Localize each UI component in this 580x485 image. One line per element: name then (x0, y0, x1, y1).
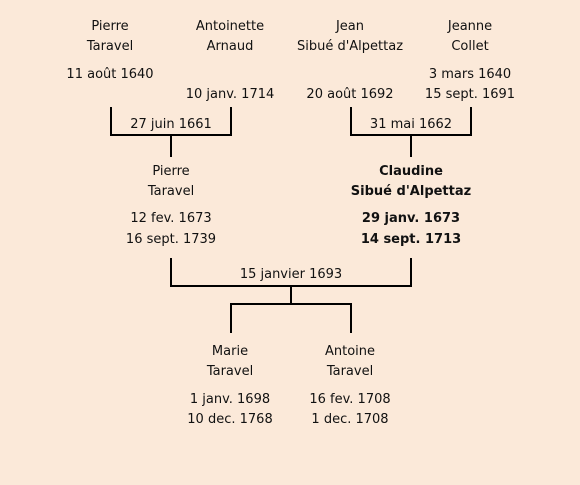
person-first-name: Pierre (152, 164, 190, 179)
tree-connector-line (230, 107, 232, 136)
death-date: 16 sept. 1739 (125, 232, 217, 247)
person-first-name: Antoinette (195, 19, 265, 34)
descent-line (290, 286, 292, 305)
child-line (350, 304, 352, 333)
person-first-name: Marie (211, 344, 249, 359)
birth-date: 11 août 1640 (66, 67, 154, 82)
death-date: 15 sept. 1691 (424, 87, 516, 102)
descent-line (170, 135, 172, 157)
birth-date: 16 fev. 1708 (309, 392, 391, 407)
person-last-name: Sibué d'Alpettaz (296, 39, 404, 54)
tree-connector-line (170, 258, 172, 287)
person-first-name: Jean (335, 19, 365, 34)
tree-connector-line (410, 258, 412, 287)
birth-date: 3 mars 1640 (428, 67, 512, 82)
person-first-name: Pierre (91, 19, 129, 34)
death-date: 1 dec. 1708 (311, 412, 389, 427)
person-last-name: Taravel (86, 39, 134, 54)
sibling-line (230, 303, 352, 305)
person-first-name: Antoine (324, 344, 376, 359)
descent-line (410, 135, 412, 157)
birth-date-highlight: 29 janv. 1673 (361, 211, 461, 226)
death-date-highlight: 14 sept. 1713 (360, 232, 462, 247)
person-last-name: Taravel (326, 364, 374, 379)
person-last-name: Taravel (147, 184, 195, 199)
person-first-name: Jeanne (447, 19, 493, 34)
person-last-name: Collet (451, 39, 489, 54)
marriage-date: 15 janvier 1693 (239, 267, 343, 282)
child-line (230, 304, 232, 333)
death-date: 10 dec. 1768 (187, 412, 273, 427)
tree-connector-line (110, 107, 112, 136)
person-first-name-highlight: Claudine (379, 164, 443, 179)
tree-connector-line (470, 107, 472, 136)
birth-date: 12 fev. 1673 (130, 211, 212, 226)
marriage-date: 31 mai 1662 (369, 117, 453, 132)
death-date: 10 janv. 1714 (185, 87, 275, 102)
birth-date: 1 janv. 1698 (189, 392, 271, 407)
person-last-name: Arnaud (206, 39, 254, 54)
person-last-name: Taravel (206, 364, 254, 379)
marriage-date: 27 juin 1661 (130, 117, 212, 132)
tree-connector-line (350, 107, 352, 136)
person-last-name-highlight: Sibué d'Alpettaz (350, 184, 472, 199)
death-date: 20 août 1692 (306, 87, 394, 102)
